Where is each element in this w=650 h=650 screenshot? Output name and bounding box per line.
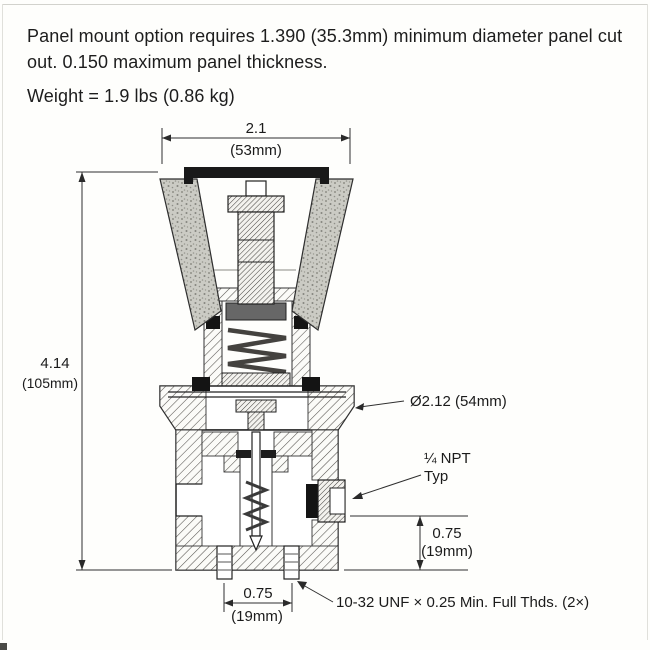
mounting-hole-left bbox=[216, 545, 233, 580]
mounting-hole-right bbox=[283, 545, 300, 580]
spring-seat bbox=[221, 372, 291, 387]
dim-height-mm: (105mm) bbox=[22, 375, 78, 391]
scan-edge bbox=[3, 4, 647, 5]
diaphragm-seal-right bbox=[302, 377, 320, 391]
dim-top-width: 2.1 (53mm) bbox=[161, 120, 351, 164]
notes-block: Panel mount option requires 1.390 (35.3m… bbox=[27, 24, 631, 119]
mount-thread-text: 10-32 UNF × 0.25 Min. Full Thds. (2×) bbox=[336, 594, 589, 611]
scan-edge bbox=[647, 4, 648, 640]
panel-mount-note: Panel mount option requires 1.390 (35.3m… bbox=[27, 26, 623, 72]
adjusting-knob bbox=[159, 167, 354, 332]
diaphragm-seal-left bbox=[192, 377, 210, 391]
spring-button bbox=[225, 302, 287, 321]
dim-overall-height: 4.14 (105mm) bbox=[22, 171, 172, 571]
port-fitting bbox=[306, 479, 346, 523]
diaphragm-flange bbox=[159, 377, 355, 433]
port-oring bbox=[306, 484, 318, 518]
label-port: ¼ NPT Typ bbox=[352, 450, 471, 499]
knob-cap bbox=[184, 167, 329, 178]
port-text-line1: ¼ NPT bbox=[424, 450, 471, 467]
dim-port-height: 0.75 (19mm) bbox=[344, 515, 473, 571]
poppet-tip bbox=[249, 535, 263, 552]
port-text-line2: Typ bbox=[424, 468, 448, 485]
poppet-spring bbox=[241, 480, 271, 532]
dim-hole-spacing-in: 0.75 bbox=[243, 585, 272, 602]
dim-port-height-mm: (19mm) bbox=[421, 543, 473, 560]
body-diameter-text: Ø2.12 (54mm) bbox=[410, 393, 507, 410]
dim-height-in: 4.14 bbox=[40, 355, 69, 372]
scan-artifact bbox=[0, 643, 7, 650]
label-body-diameter: Ø2.12 (54mm) bbox=[355, 393, 507, 411]
dim-hole-spacing-mm: (19mm) bbox=[231, 608, 283, 625]
adjusting-stem bbox=[227, 180, 285, 305]
valve-body bbox=[175, 429, 339, 580]
dim-top-width-mm: (53mm) bbox=[230, 142, 282, 159]
range-spring bbox=[227, 327, 287, 375]
weight-note: Weight = 1.9 lbs (0.86 kg) bbox=[27, 86, 235, 107]
dim-hole-spacing: 0.75 (19mm) bbox=[223, 583, 293, 625]
dim-port-height-in: 0.75 bbox=[432, 525, 461, 542]
label-mount-thread: 10-32 UNF × 0.25 Min. Full Thds. (2×) bbox=[297, 581, 589, 611]
dim-top-width-in: 2.1 bbox=[246, 120, 267, 137]
scan-edge bbox=[2, 4, 3, 640]
